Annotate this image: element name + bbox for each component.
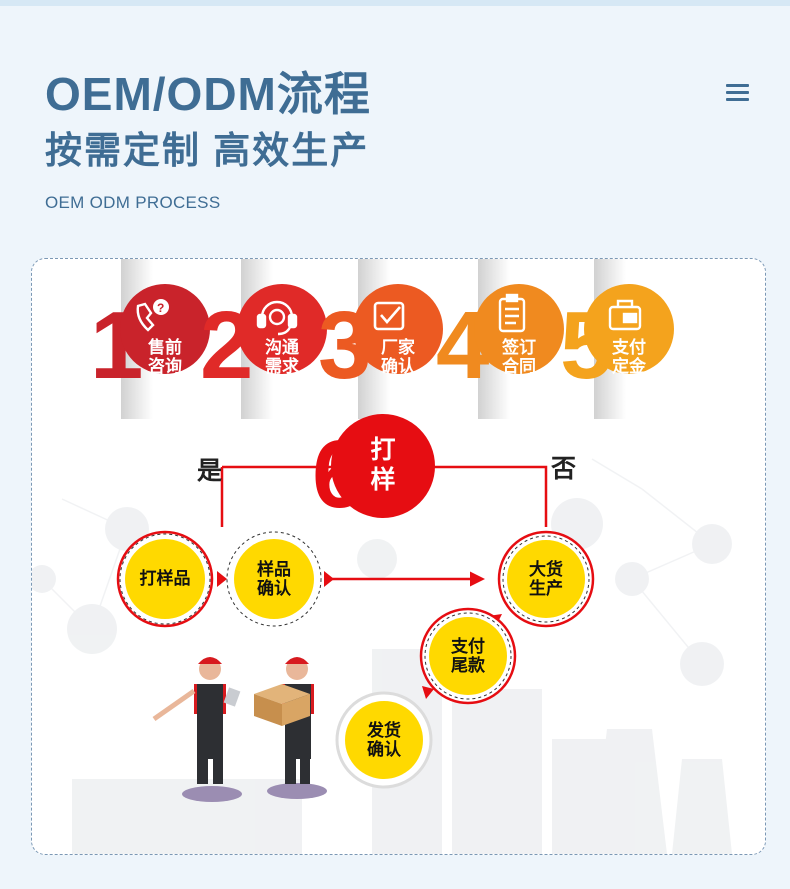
checkbox-icon xyxy=(373,301,405,331)
node-pay-balance xyxy=(429,617,507,695)
node-ship-confirm xyxy=(345,701,423,779)
step-5: 5 xyxy=(560,259,674,419)
page-subtitle-cn: 按需定制 高效生产 xyxy=(45,130,370,171)
step-2: 2 xyxy=(200,259,327,419)
node-sample-goods xyxy=(125,539,205,619)
step-6-label: 打样 xyxy=(370,436,396,494)
production-flow xyxy=(116,530,595,789)
page-title: OEM/ODM流程 xyxy=(45,68,371,120)
step-2-label: 沟通需求 xyxy=(265,338,299,376)
node-sample-goods-label: 打样品 xyxy=(139,569,191,588)
step-4-label: 签订合同 xyxy=(502,338,536,376)
step-6: 6 是 否 xyxy=(197,414,576,528)
node-sample-confirm xyxy=(234,539,314,619)
headset-icon xyxy=(256,300,298,336)
node-ship-confirm-label: 发货确认 xyxy=(367,721,401,759)
node-pay-balance-label: 支付尾款 xyxy=(451,637,485,675)
node-sample-confirm-label: 样品确认 xyxy=(257,560,291,598)
page-subtitle-en: OEM ODM PROCESS xyxy=(45,193,221,212)
step-5-label: 支付定金 xyxy=(612,338,646,376)
branch-yes-label: 是 xyxy=(197,457,222,485)
step-1-label: 售前咨询 xyxy=(148,338,182,376)
node-mass-production-label: 大货生产 xyxy=(529,560,563,598)
branch-no-label: 否 xyxy=(550,455,576,483)
hamburger-menu-icon[interactable] xyxy=(722,80,752,104)
process-diagram: 1 ? 2 3 xyxy=(32,259,732,854)
top-bar xyxy=(0,0,790,6)
phone-question-icon: ? xyxy=(136,299,169,332)
svg-text:?: ? xyxy=(157,301,164,315)
clipboard-icon xyxy=(498,293,526,333)
node-mass-production xyxy=(507,540,585,618)
step-1: 1 ? xyxy=(90,259,210,419)
background-illustration xyxy=(32,458,732,854)
step-list: 1 ? 2 3 xyxy=(90,259,674,419)
step-3: 3 xyxy=(318,259,443,419)
wallet-icon xyxy=(608,299,642,331)
step-3-label: 厂家确认 xyxy=(381,338,415,376)
process-card: 1 ? 2 3 xyxy=(31,258,766,855)
workers-illustration xyxy=(152,657,327,802)
step-4: 4 xyxy=(436,259,564,419)
